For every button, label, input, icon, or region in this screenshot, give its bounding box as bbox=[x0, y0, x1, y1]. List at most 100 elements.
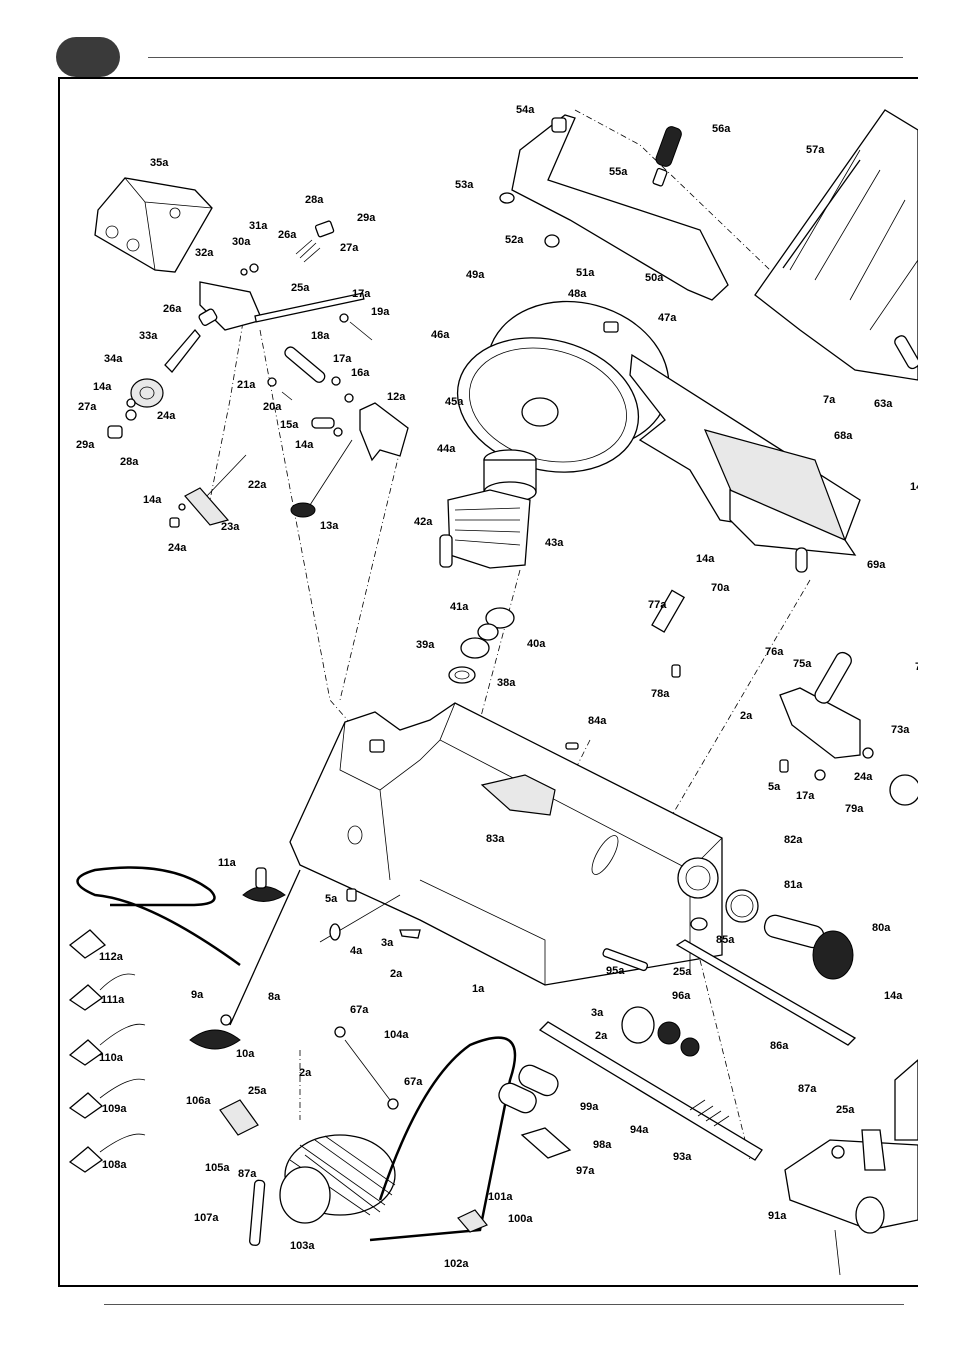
part-label-91a: 91a bbox=[768, 1210, 787, 1222]
part-label-42a: 42a bbox=[414, 516, 433, 528]
pulley-43a bbox=[447, 489, 531, 569]
part-label-25a: 25a bbox=[836, 1104, 855, 1116]
part-label-7: 7 bbox=[915, 661, 921, 673]
part-label-14: 14 bbox=[910, 481, 923, 493]
part-label-101a: 101a bbox=[488, 1191, 513, 1203]
part-label-10a: 10a bbox=[236, 1048, 255, 1060]
part-label-24a: 24a bbox=[854, 771, 873, 783]
part-label-48a: 48a bbox=[568, 288, 587, 300]
part-label-1a: 1a bbox=[472, 983, 485, 995]
part-label-108a: 108a bbox=[102, 1159, 127, 1171]
part-label-27a: 27a bbox=[78, 401, 97, 413]
part-label-20a: 20a bbox=[263, 401, 282, 413]
part-label-14a: 14a bbox=[143, 494, 162, 506]
opening-81a bbox=[677, 857, 719, 899]
part-label-80a: 80a bbox=[872, 922, 891, 934]
part-label-31a: 31a bbox=[249, 220, 268, 232]
knob-13a bbox=[290, 502, 316, 518]
bracket-106a bbox=[219, 1099, 259, 1136]
part-label-15a: 15a bbox=[280, 419, 299, 431]
handle-56a bbox=[655, 126, 682, 167]
tube-94a bbox=[538, 1021, 763, 1161]
part-label-7a: 7a bbox=[823, 394, 836, 406]
part-label-76a: 76a bbox=[765, 646, 784, 658]
part-label-2a: 2a bbox=[740, 710, 753, 722]
part-label-21a: 21a bbox=[237, 379, 256, 391]
part-label-53a: 53a bbox=[455, 179, 474, 191]
part-label-25a: 25a bbox=[673, 966, 692, 978]
part-label-103a: 103a bbox=[290, 1240, 315, 1252]
part-label-17a: 17a bbox=[352, 288, 371, 300]
part-label-87a: 87a bbox=[798, 1083, 817, 1095]
part-label-17a: 17a bbox=[333, 353, 352, 365]
carriage-57a bbox=[754, 109, 918, 381]
part-label-8a: 8a bbox=[268, 991, 281, 1003]
bearing-40a bbox=[485, 607, 515, 629]
part-label-40a: 40a bbox=[527, 638, 546, 650]
bar-86a bbox=[675, 939, 857, 1046]
part-label-104a: 104a bbox=[384, 1029, 409, 1041]
part-label-14a: 14a bbox=[884, 990, 903, 1002]
part-label-67a: 67a bbox=[404, 1076, 423, 1088]
part-label-14a: 14a bbox=[295, 439, 314, 451]
plug-110a bbox=[68, 1039, 104, 1066]
part-label-100a: 100a bbox=[508, 1213, 533, 1225]
part-label-39a: 39a bbox=[416, 639, 435, 651]
part-label-67a: 67a bbox=[350, 1004, 369, 1016]
part-label-49a: 49a bbox=[466, 269, 485, 281]
part-label-111a: 111a bbox=[101, 994, 125, 1006]
part-label-47a: 47a bbox=[658, 312, 677, 324]
part-label-24a: 24a bbox=[168, 542, 187, 554]
part-label-68a: 68a bbox=[834, 430, 853, 442]
knob-34a bbox=[130, 378, 164, 408]
knob-80a bbox=[812, 930, 854, 980]
part-label-112a: 112a bbox=[99, 951, 124, 963]
part-label-78a: 78a bbox=[651, 688, 670, 700]
plug-112a bbox=[68, 929, 107, 959]
part-label-17a: 17a bbox=[796, 790, 815, 802]
part-label-84a: 84a bbox=[588, 715, 607, 727]
part-label-3a: 3a bbox=[381, 937, 394, 949]
part-label-32a: 32a bbox=[195, 247, 214, 259]
part-label-55a: 55a bbox=[609, 166, 628, 178]
part-label-83a: 83a bbox=[486, 833, 505, 845]
cover-35a bbox=[94, 177, 213, 273]
part-label-24a: 24a bbox=[157, 410, 176, 422]
part-label-28a: 28a bbox=[305, 194, 324, 206]
bracket-75a bbox=[779, 687, 861, 759]
part-label-96a: 96a bbox=[672, 990, 691, 1002]
part-label-82a: 82a bbox=[784, 834, 803, 846]
part-label-98a: 98a bbox=[593, 1139, 612, 1151]
part-labels: 54a56a57a53a55a35a28a29a31a26a27a30a32a5… bbox=[76, 104, 923, 1270]
part-label-77a: 77a bbox=[648, 599, 667, 611]
part-label-9a: 9a bbox=[191, 989, 204, 1001]
part-label-25a: 25a bbox=[248, 1085, 267, 1097]
part-label-27a: 27a bbox=[340, 242, 359, 254]
plug-109a bbox=[68, 1092, 104, 1119]
part-label-14a: 14a bbox=[93, 381, 112, 393]
assembly-91a bbox=[784, 1139, 918, 1231]
part-label-2a: 2a bbox=[595, 1030, 608, 1042]
part-label-5a: 5a bbox=[325, 893, 338, 905]
part-label-35a: 35a bbox=[150, 157, 169, 169]
part-label-99a: 99a bbox=[580, 1101, 599, 1113]
part-label-79a: 79a bbox=[845, 803, 864, 815]
part-label-2a: 2a bbox=[390, 968, 403, 980]
part-label-29a: 29a bbox=[357, 212, 376, 224]
part-label-11a: 11a bbox=[218, 857, 237, 869]
part-label-50a: 50a bbox=[645, 272, 664, 284]
part-label-19a: 19a bbox=[371, 306, 390, 318]
bracket-12a bbox=[359, 402, 409, 462]
part-label-2a: 2a bbox=[299, 1067, 312, 1079]
part-label-29a: 29a bbox=[76, 439, 95, 451]
switch-96a bbox=[621, 1006, 655, 1044]
part-label-30a: 30a bbox=[232, 236, 251, 248]
part-label-102a: 102a bbox=[444, 1258, 469, 1270]
part-label-95a: 95a bbox=[606, 965, 625, 977]
part-label-86a: 86a bbox=[770, 1040, 789, 1052]
part-label-109a: 109a bbox=[102, 1103, 127, 1115]
capacitor-99a bbox=[498, 1082, 537, 1114]
part-label-75a: 75a bbox=[793, 658, 812, 670]
part-label-16a: 16a bbox=[351, 367, 370, 379]
